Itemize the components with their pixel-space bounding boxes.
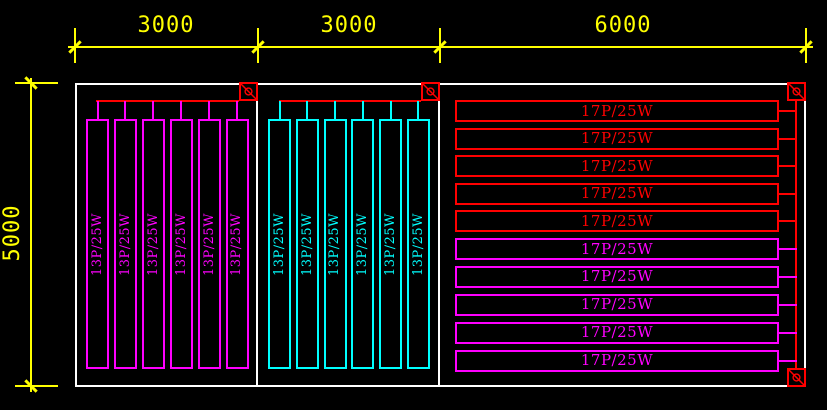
fluorescent-lamp[interactable]: 13P/25W — [351, 119, 375, 369]
dimension-label: 6000 — [594, 13, 652, 38]
lamp-stub-wire — [779, 165, 797, 167]
lamp-label: 17P/25W — [580, 239, 654, 258]
fluorescent-lamp[interactable]: 13P/25W — [379, 119, 402, 369]
lamp-drop-wire — [208, 101, 211, 119]
lamp-drop-wire — [236, 101, 238, 119]
fluorescent-lamp[interactable]: 13P/25W — [113, 119, 137, 369]
distribution-box[interactable] — [787, 82, 806, 101]
room-middle-feed-wire — [279, 100, 421, 102]
fluorescent-lamp[interactable]: 13P/25W — [268, 119, 291, 369]
fluorescent-lamp[interactable]: 17P/25W — [455, 265, 779, 288]
lamp-stub-wire — [779, 248, 797, 250]
lamp-label: 17P/25W — [580, 129, 654, 147]
dimension-label: 3000 — [320, 13, 378, 38]
lamp-label: 13P/25W — [117, 212, 133, 276]
distribution-box[interactable] — [787, 368, 806, 387]
lamp-label: 17P/25W — [580, 211, 654, 230]
fluorescent-lamp[interactable]: 13P/25W — [225, 119, 249, 369]
room-divider — [438, 83, 440, 387]
lamp-stub-wire — [779, 303, 797, 306]
building-outline — [75, 83, 806, 387]
lamp-label: 17P/25W — [580, 156, 654, 175]
fluorescent-lamp[interactable]: 13P/25W — [141, 119, 165, 369]
lamp-label: 13P/25W — [229, 212, 245, 276]
extension-line — [15, 82, 58, 84]
fluorescent-lamp[interactable]: 17P/25W — [455, 155, 779, 177]
distribution-box[interactable] — [421, 82, 440, 101]
room-right-riser-wire — [795, 100, 797, 370]
fluorescent-lamp[interactable]: 17P/25W — [455, 127, 779, 150]
fluorescent-lamp[interactable]: 13P/25W — [86, 119, 109, 369]
lamp-label: 13P/25W — [355, 212, 371, 276]
distribution-box[interactable] — [239, 82, 258, 101]
fluorescent-lamp[interactable]: 13P/25W — [406, 119, 430, 369]
fluorescent-lamp[interactable]: 17P/25W — [455, 100, 779, 122]
lamp-drop-wire — [278, 101, 281, 119]
dimension-label: 5000 — [0, 204, 25, 262]
lamp-label: 13P/25W — [145, 212, 161, 276]
lamp-drop-wire — [334, 101, 336, 119]
fluorescent-lamp[interactable]: 17P/25W — [455, 182, 779, 205]
lamp-stub-wire — [779, 137, 797, 140]
fluorescent-lamp[interactable]: 17P/25W — [455, 349, 779, 372]
lamp-label: 17P/25W — [580, 295, 654, 314]
lamp-label: 13P/25W — [201, 212, 217, 276]
lamp-stub-wire — [779, 275, 797, 278]
lamp-label: 13P/25W — [173, 212, 189, 276]
lamp-drop-wire — [417, 101, 420, 119]
fluorescent-lamp[interactable]: 17P/25W — [455, 238, 779, 260]
lamp-label: 13P/25W — [299, 212, 315, 276]
lamp-label: 17P/25W — [580, 184, 654, 202]
lamp-drop-wire — [96, 101, 99, 119]
dimension-label: 3000 — [137, 13, 195, 38]
room-divider — [256, 83, 258, 387]
lamp-drop-wire — [306, 101, 309, 119]
lamp-stub-wire — [779, 359, 797, 362]
lamp-stub-wire — [779, 331, 797, 334]
lamp-stub-wire — [779, 110, 797, 112]
diagonal-circle-icon — [239, 82, 258, 101]
extension-line — [15, 385, 58, 387]
fluorescent-lamp[interactable]: 17P/25W — [455, 321, 779, 344]
diagonal-circle-icon — [787, 368, 806, 387]
fluorescent-lamp[interactable]: 13P/25W — [197, 119, 221, 369]
lamp-drop-wire — [152, 101, 155, 119]
lamp-drop-wire — [180, 101, 183, 119]
lamp-label: 13P/25W — [327, 212, 343, 276]
lamp-label: 13P/25W — [383, 212, 399, 276]
dimension-line — [30, 78, 32, 392]
lamp-label: 17P/25W — [580, 323, 654, 342]
diagonal-circle-icon — [787, 82, 806, 101]
lamp-stub-wire — [779, 192, 797, 195]
fluorescent-lamp[interactable]: 17P/25W — [455, 293, 779, 316]
lamp-label: 17P/25W — [580, 101, 654, 120]
diagonal-circle-icon — [421, 82, 440, 101]
lamp-drop-wire — [389, 101, 392, 119]
lamp-drop-wire — [361, 101, 364, 119]
lamp-stub-wire — [779, 220, 797, 222]
lamp-label: 13P/25W — [272, 212, 288, 276]
fluorescent-lamp[interactable]: 13P/25W — [295, 119, 319, 369]
lamp-label: 13P/25W — [410, 212, 426, 276]
lamp-label: 13P/25W — [90, 212, 106, 276]
fluorescent-lamp[interactable]: 17P/25W — [455, 210, 779, 232]
fluorescent-lamp[interactable]: 13P/25W — [169, 119, 193, 369]
lamp-label: 17P/25W — [580, 351, 654, 370]
room-left-feed-wire — [96, 100, 239, 102]
lamp-label: 17P/25W — [580, 267, 654, 286]
lamp-drop-wire — [124, 101, 127, 119]
fluorescent-lamp[interactable]: 13P/25W — [323, 119, 347, 369]
